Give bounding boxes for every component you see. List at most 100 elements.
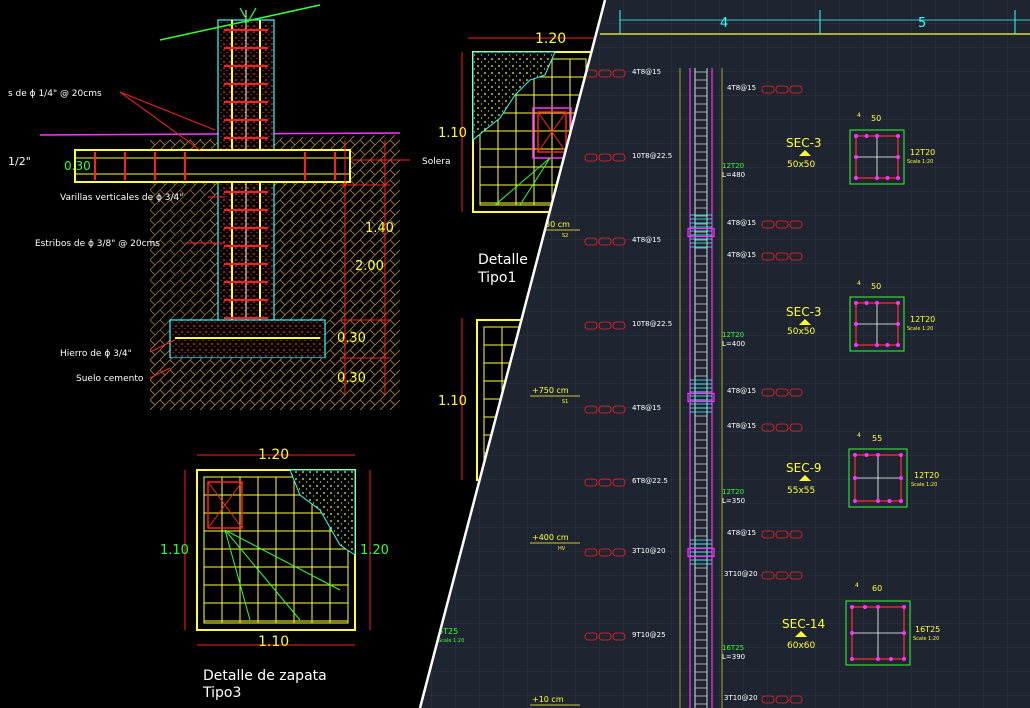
axis-label-5: 5	[918, 16, 926, 31]
rebar-dot	[854, 176, 858, 180]
section-dim: 50	[871, 114, 881, 123]
dim-140: 1.40	[365, 221, 394, 236]
stirrup-spacing-label: 4T8@15	[632, 236, 661, 244]
rebar-dot	[863, 605, 867, 609]
rebar-dot	[875, 134, 879, 138]
rebar-dot	[850, 657, 854, 661]
dim-footing-030: 0.30	[337, 331, 366, 346]
rebar-tag	[598, 321, 612, 330]
rebar-dot	[850, 605, 854, 609]
stirrup-spacing-label: 3T10@20	[724, 570, 758, 578]
rebar-length: L=390	[722, 653, 745, 661]
partial-section-code: 6T25	[438, 627, 458, 636]
stirrup-spacing-label: 4T8@15	[632, 68, 661, 76]
rebar-length-label-0: 12T20 L=480	[722, 162, 745, 179]
stirrup-spacing-label: 10T8@22.5	[632, 320, 672, 328]
level-mark-text: 30 cm	[545, 220, 570, 229]
rebar-tag	[584, 548, 598, 557]
label-vertical-rods: Varillas verticales de ϕ 3/4"	[60, 193, 183, 203]
rebar-dot	[896, 134, 900, 138]
rebar-tag	[789, 423, 803, 432]
rebar-tag	[598, 237, 612, 246]
stirrup-spacing-label: 9T10@25	[632, 631, 666, 639]
level-mark-1: +750 cm S1	[530, 386, 580, 405]
rebar-dot	[899, 499, 903, 503]
section-rebar: 12T20	[910, 315, 935, 324]
tipo1-subtitle: Tipo1	[477, 270, 516, 286]
panel-divider	[418, 0, 607, 708]
rebar-tag	[789, 530, 803, 539]
section-size: 55x55	[787, 486, 815, 496]
stirrup-spacing-label: 10T8@22.5	[632, 152, 672, 160]
rebar-tag	[775, 252, 789, 261]
dim-beam-030: 0.30	[64, 159, 91, 173]
stirrup-spacing-label: 4T8@15	[727, 529, 756, 537]
stirrup-spacing-label: 3T10@20	[724, 694, 758, 702]
stirrup-spacing-label: 3T10@20	[632, 547, 666, 555]
rebar-tag	[789, 220, 803, 229]
rebar-tag	[775, 571, 789, 580]
section-side: 4	[857, 432, 861, 439]
tipo1-dim-left-lower: 1.10	[438, 394, 467, 409]
rebar-dot	[896, 155, 900, 159]
rebar-tag	[761, 252, 775, 261]
rebar-tag	[789, 388, 803, 397]
section-name: SEC-3	[786, 305, 822, 319]
section-dim: 55	[872, 434, 882, 443]
rebar-code: 16T25	[722, 644, 744, 652]
dim-200: 2.00	[355, 259, 384, 274]
partial-section-scale: Scale 1:20	[438, 638, 464, 644]
section-dim: 60	[872, 584, 882, 593]
section-scale: Scale 1:20	[907, 326, 933, 332]
section-side: 4	[857, 112, 861, 119]
stirrup-label-group: 4T8@154T8@1510T8@22.54T8@154T8@154T8@151…	[632, 68, 758, 702]
rebar-tag	[598, 153, 612, 162]
rebar-tag	[598, 405, 612, 414]
section-size: 60x60	[787, 641, 816, 651]
partial-section-label: 6T25 Scale 1:20	[438, 627, 464, 644]
rebar-tag	[761, 530, 775, 539]
tie-beam	[74, 149, 351, 183]
rebar-dot	[876, 453, 880, 457]
level-mark-text: +750 cm	[532, 386, 569, 395]
rebar-length-label-1: 12T20 L=400	[722, 331, 745, 348]
rebar-dot	[896, 322, 900, 326]
section-scale: Scale 1:20	[913, 636, 939, 642]
rebar-code: 12T20	[722, 331, 744, 339]
rebar-tag	[789, 695, 803, 704]
rebar-tag	[612, 632, 626, 641]
dim-base-030: 0.30	[337, 371, 366, 386]
rebar-dot	[853, 453, 857, 457]
rebar-tag	[775, 695, 789, 704]
rebar-dot	[889, 657, 893, 661]
rebar-dot	[854, 343, 858, 347]
rebar-dot	[902, 605, 906, 609]
rebar-dot	[875, 301, 879, 305]
rebar-tag	[789, 85, 803, 94]
label-solera: Solera	[422, 157, 450, 167]
rebar-dot	[864, 301, 869, 305]
rebar-tag	[584, 321, 598, 330]
stirrup-spacing-label: 4T8@15	[727, 219, 756, 227]
rebar-tag	[612, 405, 626, 414]
label-half-inch: 1/2"	[8, 155, 31, 168]
zapata3-dim-top: 1.20	[258, 447, 289, 463]
level-mark-text: +400 cm	[532, 533, 569, 542]
rebar-length-label-2: 12T20 L=350	[722, 488, 745, 505]
rebar-tag	[761, 220, 775, 229]
rebar-dot	[896, 343, 900, 347]
rebar-dot	[902, 657, 906, 661]
label-stirrups-quarter: s de ϕ 1/4" @ 20cms	[8, 89, 102, 99]
rebar-tag	[612, 69, 626, 78]
level-mark-sub: HV	[558, 546, 566, 552]
rebar-dot	[876, 657, 880, 661]
rebar-dot	[864, 134, 869, 138]
section-rebar: 16T25	[915, 625, 940, 634]
rebar-tag	[775, 423, 789, 432]
rebar-tag	[598, 548, 612, 557]
section-detail-0: SEC-3 50x50 50 4 12T20 Scale 1:20	[786, 112, 935, 185]
section-size: 50x50	[787, 327, 816, 337]
rebar-tag	[761, 571, 775, 580]
rebar-tag	[775, 530, 789, 539]
